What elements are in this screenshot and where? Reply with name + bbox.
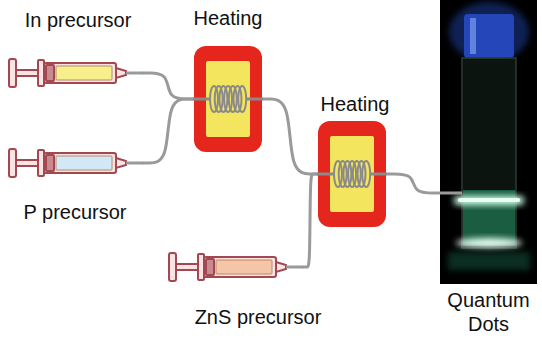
syringe-shape — [168, 252, 303, 282]
heater-window — [330, 136, 374, 212]
coil-loop — [362, 161, 370, 187]
syringe-tip — [116, 158, 126, 168]
heater-shape — [193, 45, 263, 153]
syringe-part — [206, 259, 214, 275]
vial: Quantum Dots — [440, 0, 537, 284]
syringe-part — [9, 149, 16, 177]
syringe-part — [204, 257, 276, 277]
syringe-part — [56, 156, 112, 170]
syringe-part — [44, 63, 116, 83]
node-label: P precursor — [23, 200, 126, 224]
heater-body — [194, 46, 262, 152]
syringe: ZnS precursor — [168, 252, 303, 282]
glow-band — [454, 196, 524, 205]
vial-glass — [462, 58, 516, 248]
node-label: In precursor — [25, 8, 132, 32]
syringe-part — [44, 153, 116, 173]
syringe-part — [46, 65, 54, 81]
heater-body — [318, 121, 386, 227]
syringe-needle — [286, 266, 303, 269]
vial-cap — [464, 14, 514, 58]
coil-inlet — [193, 98, 210, 101]
syringe-tip — [116, 68, 126, 78]
cap-glow — [449, 2, 529, 62]
glow-reflection — [448, 252, 530, 270]
tube-connector — [143, 73, 193, 99]
tube-connector — [263, 99, 317, 174]
syringe: P precursor — [8, 148, 143, 178]
syringe-needle — [126, 72, 143, 75]
glow-line — [458, 198, 520, 202]
vial-shape — [440, 0, 537, 284]
heater: Heating — [317, 120, 387, 228]
glow-bottom — [456, 238, 522, 248]
syringe-shape — [8, 148, 143, 178]
syringe-part — [169, 253, 176, 281]
syringe: In precursor — [8, 58, 143, 88]
syringe-part — [9, 59, 16, 87]
heater-window — [206, 61, 250, 137]
cap-highlight — [470, 18, 476, 54]
photo-ground — [440, 0, 537, 284]
syringe-part — [16, 70, 40, 76]
heater: Heating — [193, 45, 263, 153]
heater-shape — [317, 120, 387, 228]
node-label: ZnS precursor — [195, 305, 322, 329]
syringe-part — [56, 66, 112, 80]
syringe-tip — [276, 262, 286, 272]
syringe-shape — [8, 58, 143, 88]
tube-connector — [387, 174, 440, 193]
coil-outlet — [246, 98, 263, 101]
syringe-part — [216, 260, 272, 274]
coil-inlet — [317, 173, 334, 176]
tube-connector — [303, 174, 317, 267]
tube-connector — [143, 99, 193, 163]
node-label: Quantum Dots — [440, 288, 537, 336]
node-label: Heating — [321, 92, 390, 116]
syringe-needle — [126, 162, 143, 165]
syringe-part — [176, 264, 200, 270]
coil-loop — [238, 86, 246, 112]
syringe-part — [46, 155, 54, 171]
tube-end — [440, 192, 462, 195]
node-label: Heating — [194, 6, 263, 30]
syringe-part — [16, 160, 40, 166]
coil-outlet — [370, 173, 387, 176]
